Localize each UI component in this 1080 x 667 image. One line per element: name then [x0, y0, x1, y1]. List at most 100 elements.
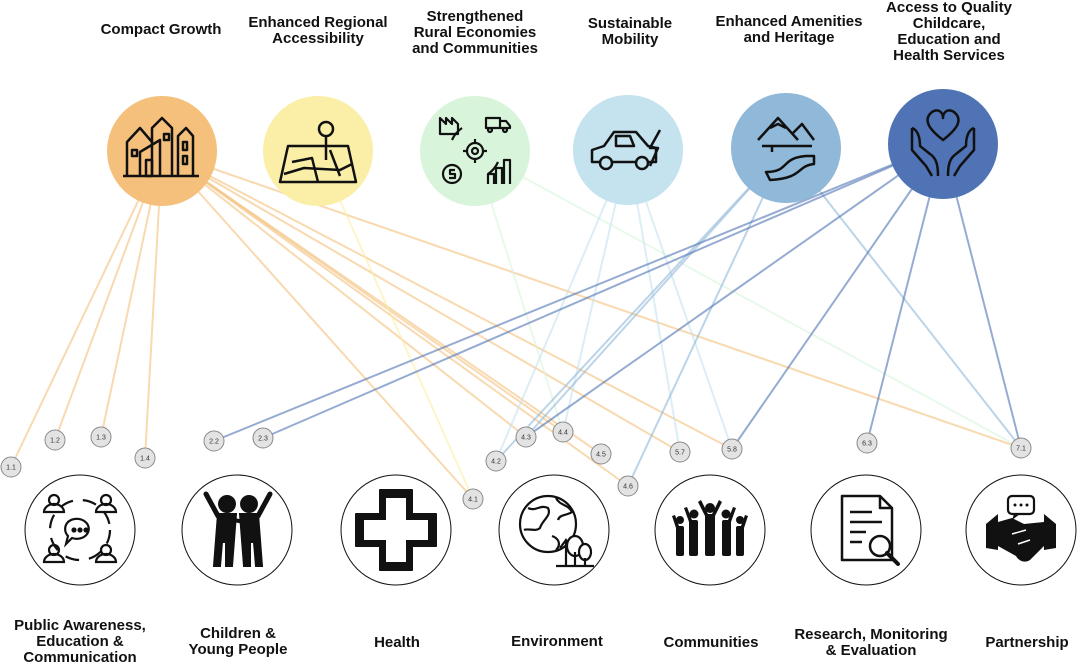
action-node-label: 7.1 — [1016, 446, 1026, 453]
action-node-4-4[interactable]: 4.4 — [552, 421, 574, 443]
link-amenities-heritage-4-2 — [495, 147, 787, 462]
action-node-circle — [669, 441, 691, 463]
action-nodes: 1.1 1.2 1.3 1.4 2.2 2.3 4.1 4.2 4.3 4.4 4.5 4.6 5.7 5… — [0, 421, 1032, 510]
action-node-label: 4.5 — [596, 452, 606, 459]
action-node-1-4[interactable]: 1.4 — [134, 447, 156, 469]
action-node-circle — [44, 429, 66, 451]
top-themes — [107, 89, 998, 206]
action-node-label: 4.2 — [491, 459, 501, 466]
theme-circle-childcare-services[interactable] — [888, 89, 998, 199]
action-node-circle — [590, 443, 612, 465]
action-node-1-1[interactable]: 1.1 — [0, 456, 22, 478]
health-cross-icon — [355, 489, 437, 571]
theme-label-partnership: Partnership — [985, 634, 1069, 651]
regional-accessibility-circle — [263, 96, 373, 206]
action-node-circle — [252, 427, 274, 449]
action-node-label: 2.2 — [209, 439, 219, 446]
action-node-circle — [462, 488, 484, 510]
action-node-label: 4.4 — [558, 430, 568, 437]
theme-circle-children-young[interactable] — [181, 474, 293, 586]
action-node-circle — [552, 421, 574, 443]
rural-economies-circle — [420, 96, 530, 206]
theme-circle-public-awareness[interactable] — [24, 474, 136, 586]
action-node-circle — [203, 430, 225, 452]
link-compact-growth-4-3 — [161, 150, 527, 438]
link-childcare-services-2-3 — [262, 143, 944, 439]
theme-circle-regional-accessibility[interactable] — [263, 96, 373, 206]
action-node-4-1[interactable]: 4.1 — [462, 488, 484, 510]
link-childcare-services-5-8 — [731, 143, 944, 450]
theme-circle-rural-economies[interactable] — [420, 96, 530, 206]
theme-circle-amenities-heritage[interactable] — [731, 93, 841, 203]
action-node-5-7[interactable]: 5.7 — [669, 441, 691, 463]
action-node-4-3[interactable]: 4.3 — [515, 426, 537, 448]
action-node-4-2[interactable]: 4.2 — [485, 450, 507, 472]
action-node-circle — [1010, 437, 1032, 459]
theme-circle-health[interactable] — [340, 474, 452, 586]
action-node-6-3[interactable]: 6.3 — [856, 432, 878, 454]
link-compact-growth-4-5 — [161, 150, 602, 455]
action-node-4-6[interactable]: 4.6 — [617, 475, 639, 497]
action-node-label: 1.4 — [140, 456, 150, 463]
link-compact-growth-5-8 — [161, 150, 733, 450]
action-node-label: 1.1 — [6, 465, 16, 472]
action-node-label: 4.6 — [623, 484, 633, 491]
action-node-7-1[interactable]: 7.1 — [1010, 437, 1032, 459]
theme-label-amenities-heritage: Enhanced Amenities and Heritage — [715, 13, 863, 46]
theme-label-childcare-services: Access to Quality Childcare, Education a… — [886, 0, 1012, 64]
action-node-label: 1.3 — [96, 435, 106, 442]
map-pin-icon — [278, 120, 358, 184]
link-compact-growth-5-7 — [161, 150, 681, 453]
amenities-heritage-circle — [731, 93, 841, 203]
theme-circle-research[interactable] — [810, 474, 922, 586]
people-chat-icon — [42, 493, 118, 564]
action-node-label: 6.3 — [862, 441, 872, 448]
link-compact-growth-4-1 — [161, 150, 474, 500]
action-node-circle — [134, 447, 156, 469]
link-amenities-heritage-4-3 — [525, 147, 787, 438]
action-node-label: 2.3 — [258, 436, 268, 443]
link-compact-growth-1-1 — [10, 150, 163, 468]
action-node-label: 1.2 — [50, 438, 60, 445]
theme-label-regional-accessibility: Enhanced Regional Accessibility — [248, 14, 388, 47]
action-node-circle — [90, 426, 112, 448]
link-rural-economies-7-1 — [474, 150, 1022, 449]
action-node-circle — [515, 426, 537, 448]
action-node-circle — [485, 450, 507, 472]
sustainable-mobility-circle — [573, 95, 683, 205]
theme-label-sustainable-mobility: Sustainable Mobility — [587, 15, 673, 48]
link-childcare-services-4-3 — [525, 143, 944, 438]
houses-icon — [123, 116, 199, 178]
link-amenities-heritage-4-6 — [627, 147, 787, 487]
action-node-5-8[interactable]: 5.8 — [721, 438, 743, 460]
children-icon — [203, 491, 273, 567]
heart-hands-icon — [910, 109, 976, 177]
action-node-2-2[interactable]: 2.2 — [203, 430, 225, 452]
theme-label-health: Health — [374, 634, 420, 651]
theme-circle-compact-growth[interactable] — [107, 96, 217, 206]
action-node-4-5[interactable]: 4.5 — [590, 443, 612, 465]
theme-label-environment: Environment — [511, 633, 603, 650]
action-node-circle — [721, 438, 743, 460]
theme-label-research: Research, Monitoring & Evaluation — [794, 626, 948, 659]
theme-label-compact-growth: Compact Growth — [100, 21, 222, 38]
action-node-2-3[interactable]: 2.3 — [252, 427, 274, 449]
theme-label-children-young: Children & Young People — [188, 625, 288, 658]
theme-circle-sustainable-mobility[interactable] — [573, 95, 683, 205]
theme-circle-partnership[interactable] — [965, 474, 1077, 586]
theme-label-communities: Communities — [663, 634, 759, 651]
link-regional-accessibility-4-1 — [317, 150, 474, 500]
link-sustainable-mobility-4-2 — [495, 149, 629, 462]
action-node-circle — [0, 456, 22, 478]
childcare-services-circle — [888, 89, 998, 199]
action-node-1-2[interactable]: 1.2 — [44, 429, 66, 451]
theme-label-rural-economies: Strengthened Rural Economies and Communi… — [412, 8, 538, 57]
action-node-1-3[interactable]: 1.3 — [90, 426, 112, 448]
theme-label-public-awareness: Public Awareness, Education & Communicat… — [14, 617, 146, 666]
theme-circle-communities[interactable] — [654, 474, 766, 586]
theme-circle-environment[interactable] — [498, 474, 610, 586]
mountain-road-icon — [757, 116, 816, 182]
handshake-icon — [986, 494, 1056, 562]
action-node-label: 5.7 — [675, 450, 685, 457]
compact-growth-circle — [107, 96, 217, 206]
